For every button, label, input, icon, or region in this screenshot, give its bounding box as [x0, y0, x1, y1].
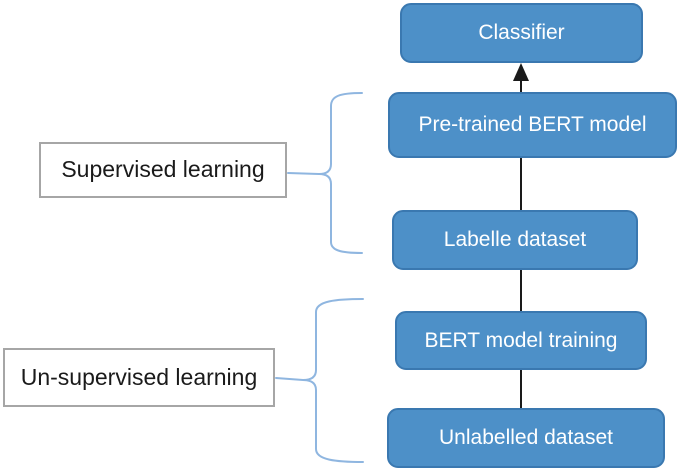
group-unsupervised-learning: Un-supervised learning	[3, 348, 275, 407]
brace-unsupervised-icon	[275, 298, 364, 463]
group-unsupervised-label: Un-supervised learning	[20, 363, 258, 390]
node-classifier-label: Classifier	[478, 21, 565, 45]
connector-unsupervised	[275, 377, 304, 381]
node-bert-model-training: BERT model training	[395, 311, 647, 370]
group-supervised-label: Supervised learning	[61, 156, 265, 183]
node-unlabelled-dataset: Unlabelled dataset	[387, 408, 665, 468]
node-labelled-dataset: Labelle dataset	[392, 210, 638, 270]
node-training-label: BERT model training	[424, 328, 618, 352]
node-classifier: Classifier	[400, 3, 643, 63]
node-unlabelled-label: Unlabelled dataset	[439, 426, 613, 450]
connector-supervised	[287, 172, 320, 175]
arrowhead-up-icon	[513, 63, 529, 81]
group-supervised-learning: Supervised learning	[39, 142, 287, 198]
node-pretrained-bert-model: Pre-trained BERT model	[388, 92, 677, 158]
node-pretrained-label: Pre-trained BERT model	[418, 113, 647, 137]
brace-supervised-icon	[287, 92, 363, 254]
node-labelled-label: Labelle dataset	[443, 228, 587, 252]
